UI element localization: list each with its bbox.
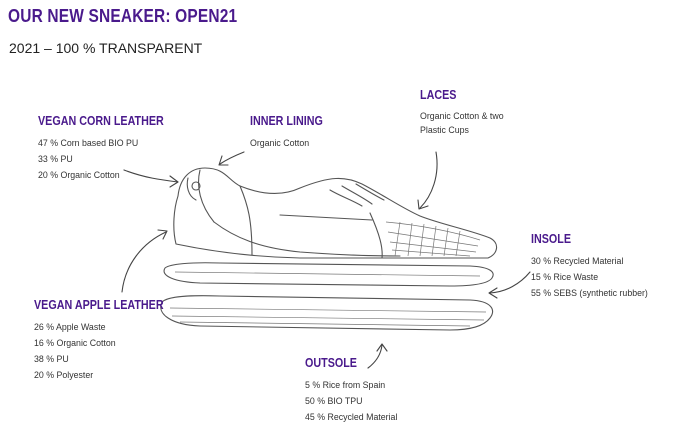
material-line: 45 % Recycled Material — [305, 412, 398, 422]
material-line: 55 % SEBS (synthetic rubber) — [531, 288, 648, 298]
callout-vegan-apple-leather: VEGAN APPLE LEATHER 26 % Apple Waste 16 … — [34, 298, 185, 383]
material-line: 47 % Corn based BIO PU — [38, 138, 139, 148]
material-line: 15 % Rice Waste — [531, 272, 599, 282]
material-line: Plastic Cups — [420, 125, 469, 135]
arrow-apple-leather — [121, 229, 168, 293]
material-line: Organic Cotton & two — [420, 111, 504, 121]
callout-heading: INSOLE — [531, 232, 572, 246]
callout-insole: INSOLE 30 % Recycled Material 15 % Rice … — [531, 232, 648, 301]
material-line: 20 % Polyester — [34, 370, 94, 380]
material-line: 33 % PU — [38, 154, 73, 164]
arrow-insole — [488, 271, 531, 299]
callout-inner-lining: INNER LINING Organic Cotton — [250, 114, 335, 151]
callout-heading: VEGAN CORN LEATHER — [38, 114, 164, 128]
material-line: 26 % Apple Waste — [34, 322, 106, 332]
page-title: OUR NEW SNEAKER: OPEN21 — [8, 6, 238, 26]
arrow-corn-leather — [123, 169, 179, 188]
arrow-laces — [417, 151, 438, 210]
callout-heading: INNER LINING — [250, 114, 323, 128]
material-line: 20 % Organic Cotton — [38, 170, 120, 180]
callout-heading: VEGAN APPLE LEATHER — [34, 298, 164, 312]
material-line: 50 % BIO TPU — [305, 396, 363, 406]
material-line: Organic Cotton — [250, 138, 310, 148]
material-line: 5 % Rice from Spain — [305, 380, 386, 390]
arrow-inner-lining — [218, 151, 245, 166]
callout-heading: LACES — [420, 88, 457, 102]
callout-heading: OUTSOLE — [305, 356, 357, 370]
outsole-sketch — [160, 295, 494, 331]
callout-outsole: OUTSOLE 5 % Rice from Spain 50 % BIO TPU… — [305, 356, 397, 425]
arrow-outsole — [367, 343, 388, 369]
insole-sketch — [163, 262, 494, 287]
page-subtitle: 2021 – 100 % TRANSPARENT — [9, 40, 203, 56]
material-line: 16 % Organic Cotton — [34, 338, 116, 348]
shoe-upper-sketch — [173, 167, 498, 259]
material-line: 38 % PU — [34, 354, 69, 364]
material-line: 30 % Recycled Material — [531, 256, 624, 266]
callout-vegan-corn-leather: VEGAN CORN LEATHER 47 % Corn based BIO P… — [38, 114, 184, 183]
callout-laces: LACES Organic Cotton & two Plastic Cups — [420, 88, 504, 137]
